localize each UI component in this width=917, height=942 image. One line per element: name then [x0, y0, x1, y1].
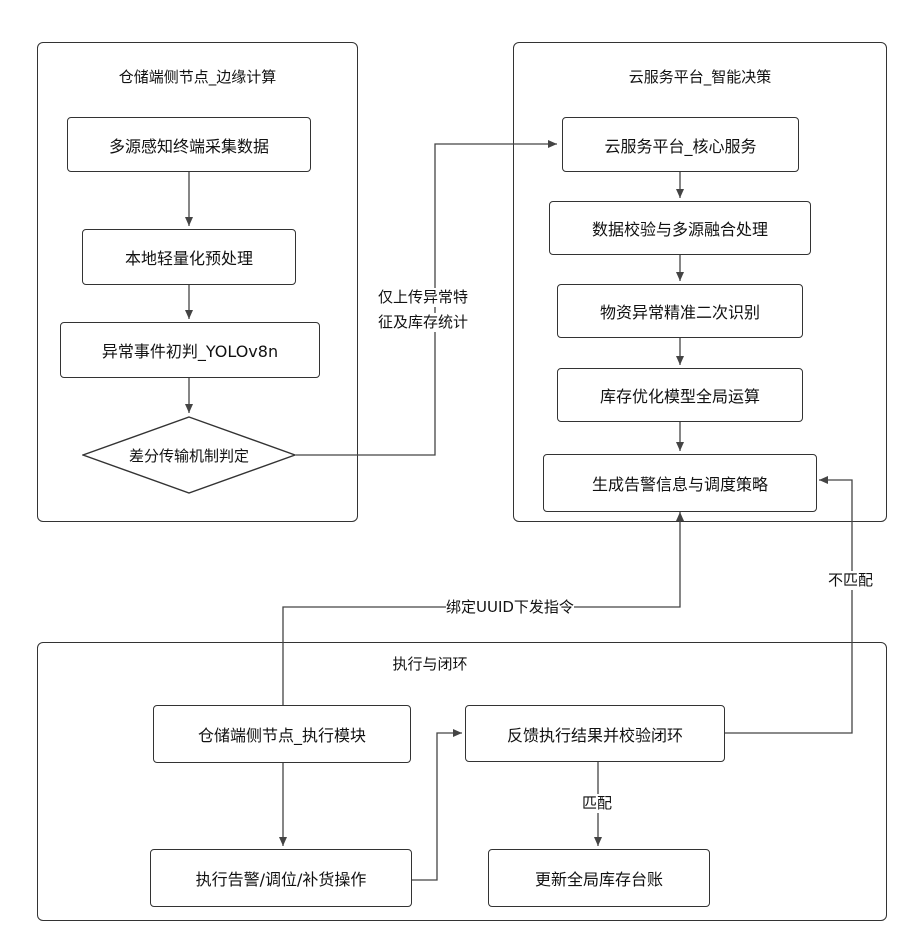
arrow-operate-to-feedback — [412, 733, 462, 880]
label-match: 匹配 — [582, 794, 612, 813]
label-upload-line2: 征及库存统计 — [378, 313, 468, 332]
node-local-preprocess: 本地轻量化预处理 — [82, 229, 296, 285]
decision-label: 差分传输机制判定 — [82, 416, 296, 494]
label-upload-line1: 仅上传异常特 — [378, 288, 468, 307]
node-precise-recognition: 物资异常精准二次识别 — [557, 284, 803, 338]
node-diff-transmit-decision: 差分传输机制判定 — [82, 416, 296, 494]
node-inventory-optimize: 库存优化模型全局运算 — [557, 368, 803, 422]
label-mismatch: 不匹配 — [828, 571, 873, 590]
node-alert-strategy: 生成告警信息与调度策略 — [543, 454, 817, 512]
node-data-fusion: 数据校验与多源融合处理 — [549, 201, 811, 255]
node-collect-data: 多源感知终端采集数据 — [67, 117, 311, 172]
label-dispatch-command: 绑定UUID下发指令 — [446, 598, 574, 617]
node-anomaly-detect: 异常事件初判_YOLOv8n — [60, 322, 320, 378]
node-execute-operation: 执行告警/调位/补货操作 — [150, 849, 412, 907]
node-update-ledger: 更新全局库存台账 — [488, 849, 710, 907]
arrow-feedback-to-alert — [725, 480, 852, 733]
node-feedback-verify: 反馈执行结果并校验闭环 — [465, 705, 725, 762]
node-cloud-core-service: 云服务平台_核心服务 — [562, 117, 799, 172]
node-exec-module: 仓储端侧节点_执行模块 — [153, 705, 411, 763]
